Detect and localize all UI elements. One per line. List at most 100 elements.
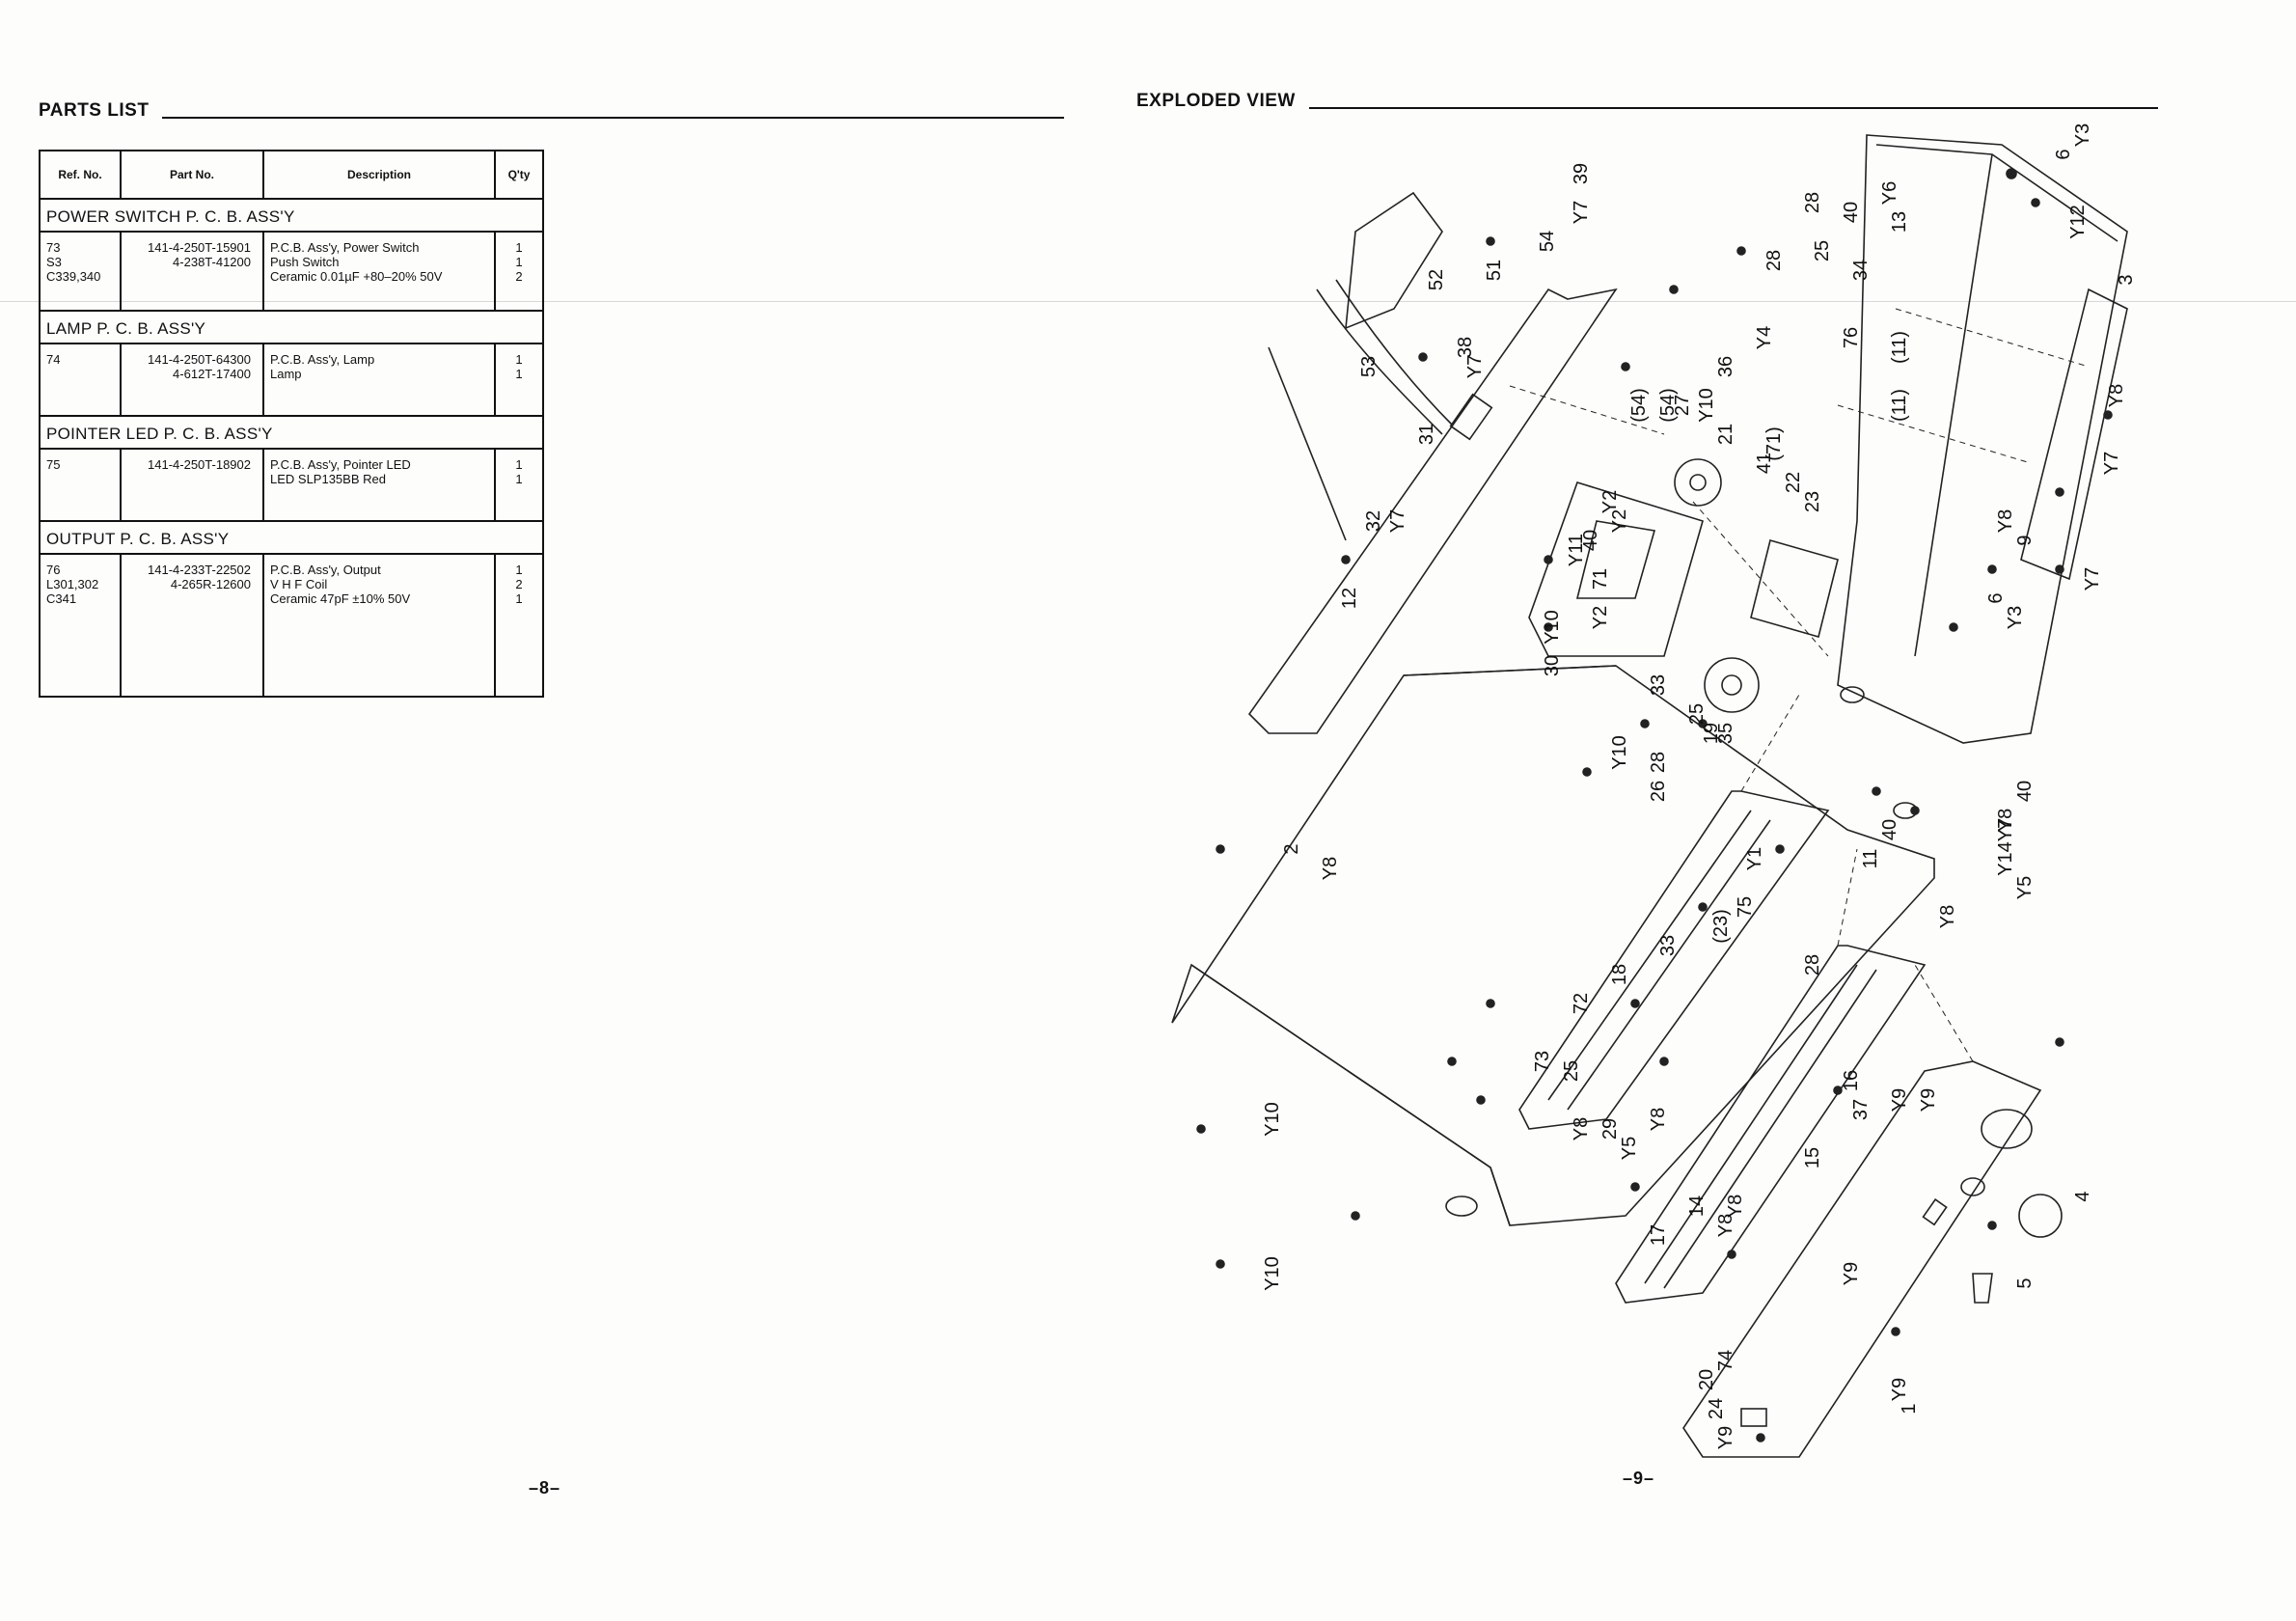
table-row: 75 141-4-250T-18902 P.C.B. Ass'y, Pointe… (39, 449, 544, 521)
ref-value: 74 (46, 352, 61, 367)
table-header-row: Ref. No. Part No. Description Q'ty (39, 150, 544, 200)
part-callout: 3 (2116, 274, 2137, 285)
motor (1704, 657, 1760, 713)
part-callout: 13 (1889, 211, 1910, 233)
part-callout: 1 (1899, 1403, 1920, 1414)
part-callout: 19 (1701, 723, 1722, 744)
part-callout: Y9 (1889, 1088, 1910, 1112)
qty-cell: 1 1 (494, 449, 544, 521)
part-value: 4-238T-41200 (173, 255, 251, 269)
desc-cell: P.C.B. Ass'y, Pointer LED LED SLP135BB R… (262, 449, 496, 521)
part-callout: Y8 (2106, 384, 2127, 407)
desc-value: P.C.B. Ass'y, Pointer LED (270, 457, 411, 472)
part-callout: 35 (1715, 723, 1736, 744)
part-value: 4-265R-12600 (170, 577, 251, 591)
group-title: OUTPUT P. C. B. ASS'Y (39, 520, 544, 555)
qty-value: 1 (515, 255, 523, 269)
part-callout: 40 (1580, 530, 1601, 551)
part-callout: Y6 (1879, 181, 1900, 205)
parts-table: Ref. No. Part No. Description Q'ty POWER… (39, 150, 544, 698)
qty-value: 2 (515, 269, 523, 284)
part-callout: 11 (1860, 849, 1881, 869)
part-callout: Y2 (1599, 490, 1621, 513)
part-callout: Y8 (1320, 857, 1341, 880)
part-callout: Y14 (1995, 841, 2016, 876)
qty-value: 1 (515, 240, 523, 255)
part-callout: 28 (1802, 192, 1823, 213)
part-callout: (54) (1628, 388, 1650, 423)
group-row-output: OUTPUT P. C. B. ASS'Y (39, 520, 544, 555)
part-callout: Y10 (1262, 1102, 1283, 1137)
rear-panel (1247, 288, 1618, 734)
part-callout: Y1 (1744, 847, 1765, 870)
part-callout: Y9 (1841, 1262, 1862, 1285)
part-callout: Y2 (1590, 606, 1611, 629)
part-callout: 18 (1609, 964, 1630, 985)
qty-value: 1 (515, 563, 523, 577)
col-desc-header: Description (262, 150, 496, 200)
part-callout: Y8 (1725, 1195, 1746, 1218)
part-callout: Y10 (1542, 610, 1563, 645)
part-callout: Y8 (1571, 1117, 1592, 1140)
part-callout: Y2 (1609, 509, 1630, 533)
part-callout: Y8 (1995, 509, 2016, 533)
part-callout: Y7 (1571, 201, 1592, 224)
part-callout: Y8 (1937, 905, 1958, 928)
part-callout: 25 (1812, 240, 1833, 261)
part-callout: Y11 (1566, 534, 1587, 566)
part-callout: Y5 (1619, 1137, 1640, 1160)
page-number-left: –8– (529, 1478, 561, 1497)
part-callout: Y4 (1754, 326, 1775, 349)
qty-cell: 1 1 2 (494, 232, 544, 311)
part-callout: Y10 (1609, 735, 1630, 770)
part-callout: 71 (1590, 568, 1611, 590)
part-callout: 37 (1850, 1099, 1872, 1120)
qty-cell: 1 2 1 (494, 554, 544, 698)
part-callout: 5 (2014, 1278, 2036, 1288)
exploded-view-rule (1308, 107, 2158, 109)
top-cover (1171, 665, 1935, 1226)
part-callout: 40 (1879, 819, 1900, 840)
table-row: 74 141-4-250T-64300 4-612T-17400 P.C.B. … (39, 343, 544, 416)
part-callout: 53 (1358, 356, 1380, 377)
page-number-right: –9– (1623, 1469, 1655, 1488)
ref-value: 76 (46, 563, 61, 577)
desc-value: LED SLP135BB Red (270, 472, 386, 486)
parts-list-header: PARTS LIST (39, 100, 1065, 122)
part-callout: 31 (1416, 424, 1437, 445)
desc-value: Ceramic 47pF ±10% 50V (270, 591, 411, 606)
part-callout: Y7 (2082, 567, 2103, 591)
part-callout: 76 (1841, 327, 1862, 348)
group-row-power-switch: POWER SWITCH P. C. B. ASS'Y (39, 198, 544, 233)
part-callout: 6 (1985, 592, 2007, 603)
part-callout: 15 (1802, 1147, 1823, 1168)
desc-value: V H F Coil (270, 577, 328, 591)
part-callout: (54) (1657, 388, 1679, 423)
part-callout: 2 (1281, 843, 1302, 854)
rear-chassis (1837, 134, 2128, 744)
part-callout: 54 (1537, 231, 1558, 252)
part-callout: 51 (1484, 260, 1505, 281)
part-callout: 75 (1735, 896, 1756, 918)
part-callout: 9 (2014, 535, 2036, 545)
part-cell: 141-4-233T-22502 4-265R-12600 (120, 554, 264, 698)
part-callout: Y8 (1648, 1108, 1669, 1131)
part-callout: Y9 (1715, 1426, 1736, 1449)
part-callout: Y3 (2005, 606, 2026, 629)
sub-pcb (1750, 539, 1839, 638)
part-callout: 32 (1363, 510, 1384, 532)
front-chassis (1518, 790, 1830, 1130)
part-callout: 25 (1561, 1060, 1582, 1082)
part-callout: 26 (1648, 781, 1669, 802)
part-callout: 34 (1850, 260, 1872, 281)
tuning-knob (1972, 1273, 1993, 1304)
desc-value: P.C.B. Ass'y, Output (270, 563, 381, 577)
part-callout: 72 (1571, 993, 1592, 1014)
part-callout: 39 (1571, 163, 1592, 184)
part-callout: 40 (2014, 781, 2036, 802)
part-callout: Y8 (1995, 809, 2016, 832)
page-fold-crease (0, 301, 2296, 302)
ref-value: S3 (46, 255, 62, 269)
